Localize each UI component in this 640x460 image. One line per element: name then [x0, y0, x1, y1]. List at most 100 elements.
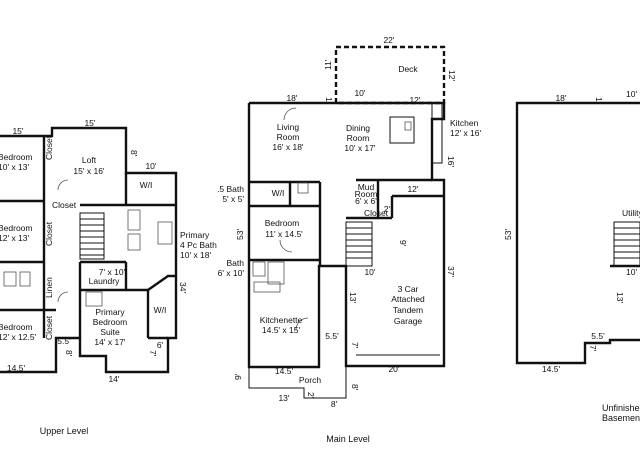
upper-bedroom3-size: 12' x 12.5': [0, 332, 37, 342]
basement-dim-10: 10': [626, 89, 637, 99]
main-kitchenette-name: Kitchenette: [260, 315, 303, 325]
upper-door-swing-icon-2: [57, 291, 69, 303]
main-deck-outline: [334, 45, 446, 105]
main-dim-2: 2': [384, 204, 391, 214]
main-dim-12-deck: 12': [409, 95, 420, 105]
upper-sink-icon: [127, 233, 141, 251]
basement-caption-line-2: Basement: [602, 413, 640, 423]
main-bath-sink-icon: [252, 261, 266, 277]
upper-loft-size: 15' x 16': [73, 166, 105, 176]
upper-dim-14-5: 14.5': [7, 363, 26, 373]
upper-primary-bath-size: 10' x 18': [180, 250, 212, 260]
upper-laundry-size: 7' x 10': [99, 267, 126, 277]
basement-dim-18: 18': [555, 93, 566, 103]
upper-dim-6: 6': [157, 340, 164, 350]
main-wi-label: W/I: [272, 188, 285, 198]
upper-linen-label: Linen: [44, 277, 54, 298]
main-dim-10-garage: 10': [364, 267, 375, 277]
upper-closet-label-2: Closet: [52, 200, 77, 210]
main-dim-16: 16': [446, 156, 456, 167]
upper-closet-label-4: Closet: [44, 315, 54, 340]
main-kitchen-island: [389, 116, 415, 144]
upper-bedroom1-name: Bedroom: [0, 152, 33, 162]
upper-dim-34: 34': [178, 282, 188, 293]
main-closet-label: Closet: [364, 208, 389, 218]
upper-bedroom2-name: Bedroom: [0, 223, 33, 233]
upper-dim-8-b: 8': [64, 350, 74, 357]
main-outer-wall: [247, 101, 446, 369]
upper-bedroom1-size: 10' x 13': [0, 162, 30, 172]
upper-suite-size: 14' x 17': [94, 337, 126, 347]
main-level-caption: Main Level: [326, 434, 370, 444]
main-mud-name-1: Mud: [358, 182, 375, 192]
main-dim-9: 9': [398, 240, 408, 247]
main-dim-8-bottom: 8': [331, 399, 338, 409]
main-dim-22: 22': [383, 35, 394, 45]
main-dim-5-5: 5.5': [325, 331, 339, 341]
main-kitchen-size: 12' x 16': [450, 128, 482, 138]
main-dim-2-porch: 2': [306, 392, 316, 399]
upper-bath-sink-icon: [3, 271, 17, 287]
basement-caption-line-1: Unfinished: [602, 403, 640, 413]
main-kitchen-name: Kitchen: [450, 118, 479, 128]
main-half-bath-size: 5' x 5': [222, 194, 244, 204]
basement-dim-10-stair: 10': [626, 267, 637, 277]
main-kitchen-sink-icon: [404, 121, 412, 131]
basement-dim-7: 7': [588, 345, 598, 352]
main-dim-9-porch: 9': [233, 373, 243, 380]
main-dim-13: 13': [348, 292, 358, 303]
basement-dim-5-5: 5.5': [591, 331, 605, 341]
main-porch-outline: [248, 366, 347, 399]
main-dim-8-porch: 8': [350, 384, 360, 391]
upper-bedroom3-name: Bedroom: [0, 322, 33, 332]
upper-suite-name-2: Bedroom: [93, 317, 128, 327]
main-bath-name: Bath: [227, 258, 245, 268]
upper-door-swing-icon: [57, 179, 69, 191]
main-garage-name-4: Garage: [394, 316, 423, 326]
upper-stairs: [79, 212, 105, 260]
main-dim-13-porch: 13': [278, 393, 289, 403]
upper-closet-label-3: Closet: [44, 221, 54, 246]
main-dim-20: 20': [388, 364, 399, 374]
upper-loft-name: Loft: [82, 155, 97, 165]
main-kitchenette-counter-icon: [253, 281, 281, 293]
main-dim-18: 18': [286, 93, 297, 103]
upper-dim-5-5: 5.5': [57, 336, 71, 346]
upper-suite-name-3: Suite: [100, 327, 120, 337]
main-kitchenette-size: 14.5' x 15': [262, 325, 301, 335]
main-bedroom-size: 11' x 14.5': [265, 229, 303, 239]
upper-tub-icon: [157, 221, 173, 245]
upper-outer-wall: [0, 126, 178, 374]
upper-closet-label-1: Closet: [44, 135, 54, 160]
upper-dim-10: 10': [145, 161, 156, 171]
main-porch-label: Porch: [299, 375, 321, 385]
main-deck-label: Deck: [398, 64, 418, 74]
main-door-swing-icon: [283, 107, 297, 121]
upper-primary-bath-name-1: Primary: [180, 230, 210, 240]
basement-outer-wall: [515, 101, 640, 365]
main-living-size: 16' x 18': [272, 142, 304, 152]
upper-suite-name-1: Primary: [95, 307, 125, 317]
main-living-name-2: Room: [277, 132, 300, 142]
basement-dim-14-5: 14.5': [542, 364, 561, 374]
upper-toilet-icon: [127, 209, 141, 231]
basement-plan: Utility 18' 1' 10' 53' 10' 13' 5.5' 7' 1…: [503, 89, 640, 423]
basement-dim-13: 13': [615, 292, 625, 303]
main-dim-53: 53': [235, 229, 245, 240]
main-door-swing-icon-2: [279, 239, 293, 253]
upper-bath-angle-wall: [147, 274, 176, 291]
upper-dim-15-left: 15': [12, 126, 23, 136]
basement-dim-1: 1': [594, 97, 604, 104]
basement-stairs: [613, 221, 640, 267]
upper-wi-label-1: W/I: [140, 180, 153, 190]
upper-bath-toilet-icon: [19, 271, 31, 287]
main-door-swing-icon-3: [295, 317, 309, 331]
main-level-plan: Deck Living Room 16' x 18' Dining Room 1…: [217, 35, 481, 444]
main-dim-10-deck: 10': [354, 88, 365, 98]
basement-dim-53: 53': [503, 229, 513, 240]
upper-laundry-name: Laundry: [89, 276, 120, 286]
main-garage-name-1: 3 Car: [398, 284, 419, 294]
main-dim-12-side: 12': [447, 70, 457, 81]
